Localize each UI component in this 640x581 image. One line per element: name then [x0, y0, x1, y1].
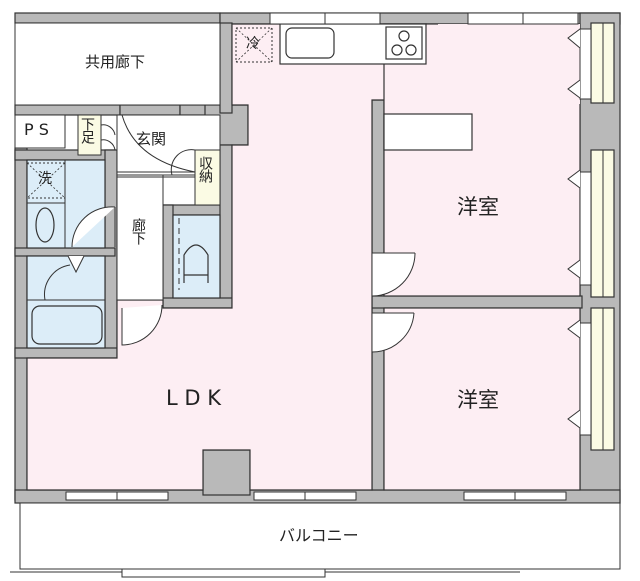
toilet-icon	[183, 244, 209, 283]
common-corridor-label: 共用廊下	[85, 53, 146, 71]
entrance-label: 玄関	[136, 130, 167, 148]
refrigerator-label: 冷	[246, 36, 260, 52]
western-room-2-floor	[383, 307, 581, 491]
washbasin-icon	[35, 207, 55, 243]
ldk-label: L D K	[166, 386, 221, 410]
western-room-2-label: 洋室	[457, 388, 499, 412]
shoe-storage-label: 下足	[79, 117, 95, 143]
sink-icon	[285, 27, 335, 59]
hallway-label: 廊下	[130, 218, 146, 244]
kitchen-counter	[279, 23, 427, 65]
ldk-floor	[26, 23, 427, 491]
entrance-door	[121, 114, 196, 173]
laundry-label: 洗	[38, 171, 52, 187]
storage-label: 収納	[197, 156, 213, 182]
bathtub-icon	[31, 305, 103, 345]
stove-icon	[385, 26, 423, 60]
western-room-1-label: 洋室	[457, 195, 499, 219]
balcony-label: バルコニー	[279, 526, 359, 545]
ps-label: P S	[24, 120, 49, 139]
